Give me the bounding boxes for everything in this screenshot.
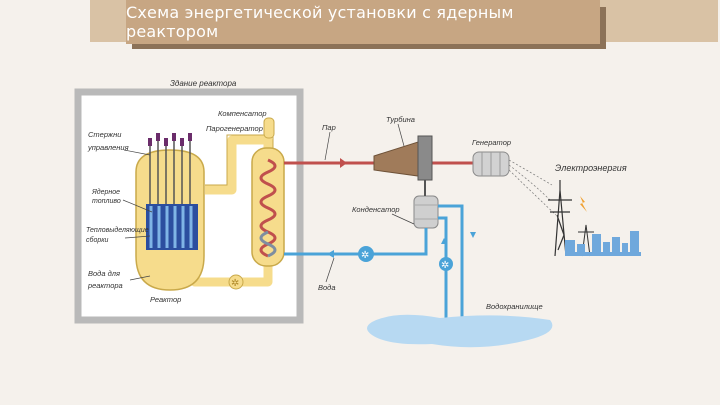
water-pointer: [325, 257, 335, 283]
control-rods-label-1: Стержни: [88, 130, 122, 139]
primary-pump: [228, 274, 244, 290]
generator-ribs: [481, 152, 501, 176]
building-label: Здание реактора: [170, 79, 237, 88]
control-rods-label-2: управления: [87, 143, 129, 152]
turbine-label: Турбина: [386, 115, 415, 124]
primary-loop-outline: [205, 134, 274, 186]
power-lines: [508, 159, 557, 216]
steam-pointer: [324, 131, 331, 161]
coolant-label-1: Вода для: [88, 269, 120, 278]
lightning-icon: [580, 196, 587, 212]
feedwater-pump-icon: ✲: [361, 250, 369, 261]
primary-pump-icon: ✲: [231, 278, 239, 289]
coolant-pointer: [129, 275, 151, 281]
pressurizer-label: Компенсатор: [218, 109, 267, 118]
condenser-pointer: [391, 213, 415, 225]
cooling-in-arrow: [441, 238, 447, 244]
control-rods-pointer: [123, 149, 151, 156]
electricity-label: Электроэнергия: [555, 163, 627, 173]
condenser: [413, 195, 439, 229]
control-rod-tips: [148, 133, 192, 146]
fuel-label-1: Ядерное: [91, 188, 120, 196]
generator-label: Генератор: [472, 138, 511, 147]
steam-label: Пар: [322, 123, 336, 132]
cooling-pump: [439, 257, 453, 271]
steam-generator-coil-hot: [259, 158, 277, 258]
fuel-rods-label-1: Тепловыделяющие: [86, 226, 149, 234]
reactor-label: Реактор: [150, 295, 181, 304]
feedwater-flow-arrow: [327, 250, 334, 258]
feedwater-pipe: [284, 228, 428, 256]
water-label: Вода: [318, 283, 336, 292]
fuel-pointer: [122, 199, 153, 213]
fuel-rods-label-2: сборки: [86, 236, 109, 244]
condenser-label: Конденсатор: [352, 205, 400, 214]
steam-flow-arrow: [340, 158, 347, 168]
condenser-ribs: [414, 204, 438, 220]
steam-generator-label: Парогенератор: [206, 124, 263, 133]
steam-generator-coil-cold: [259, 230, 277, 258]
fuel-rods-pointer: [124, 235, 151, 239]
cooling-pump-icon: ✲: [441, 260, 449, 271]
turbine-casing: [417, 135, 433, 181]
feedwater-pump: [358, 246, 374, 262]
turbine-pointer: [397, 123, 405, 147]
turbine: [373, 141, 419, 177]
fuel-assemblies: [146, 204, 198, 250]
slide-title: Схема энергетической установки с ядерным…: [126, 0, 600, 44]
cooling-water-out: [438, 204, 464, 318]
cooling-water-in: [438, 216, 448, 318]
reservoir: [367, 314, 553, 348]
control-rods: [149, 135, 191, 210]
power-pylon: [548, 180, 572, 257]
city-skyline: [565, 231, 641, 256]
reservoir-label: Водохранилище: [486, 302, 543, 311]
pressurizer: [263, 117, 275, 139]
fuel-label-2: топливо: [92, 198, 121, 205]
cooling-out-arrow: [470, 232, 476, 238]
coolant-label-2: реактора: [87, 281, 123, 290]
